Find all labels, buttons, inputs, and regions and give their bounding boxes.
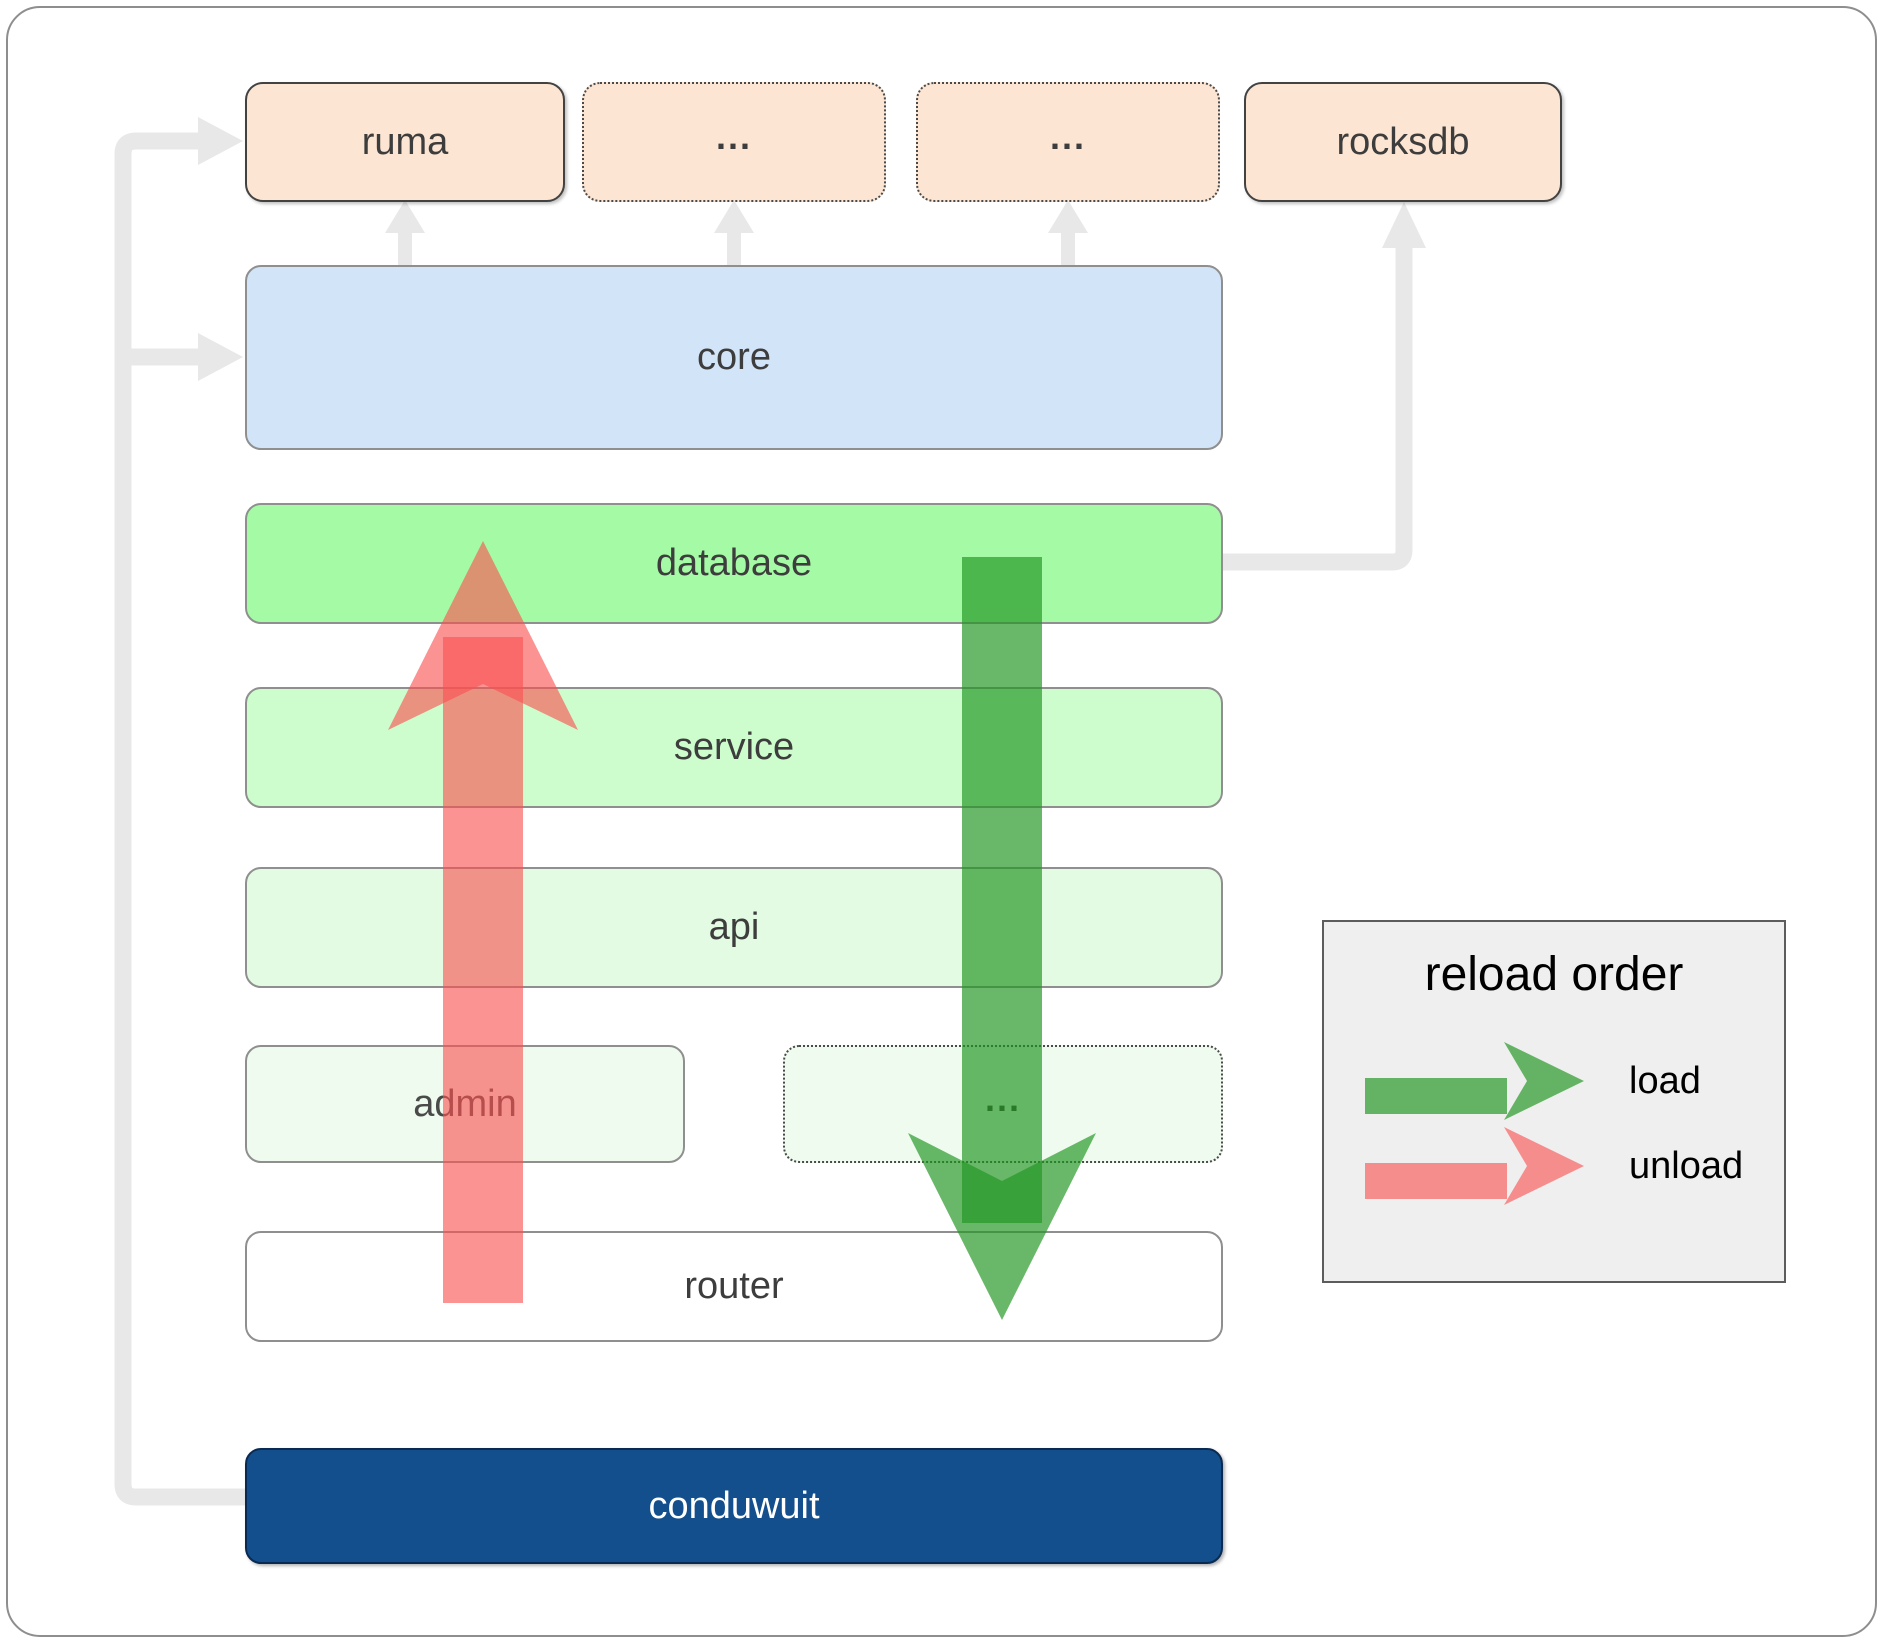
- box-rocksdb: rocksdb: [1244, 82, 1562, 202]
- box-database-label: database: [655, 542, 813, 584]
- box-conduwuit-label: conduwuit: [648, 1484, 820, 1527]
- box-core: core: [245, 265, 1223, 450]
- box-ellipsis-top-1: ...: [582, 82, 886, 202]
- box-router-label: router: [684, 1265, 784, 1307]
- box-service: service: [245, 687, 1223, 808]
- box-rocksdb-label: rocksdb: [1336, 120, 1470, 163]
- legend: reload order load unload: [1322, 920, 1786, 1283]
- box-router: router: [245, 1231, 1223, 1342]
- box-api: api: [245, 867, 1223, 988]
- box-ellipsis-mid-label: ...: [984, 1078, 1021, 1119]
- box-conduwuit: conduwuit: [245, 1448, 1223, 1564]
- box-admin-label: admin: [413, 1082, 517, 1125]
- box-ellipsis-top-1-label: ...: [715, 116, 752, 157]
- box-ellipsis-top-2-label: ...: [1049, 116, 1086, 157]
- box-service-label: service: [673, 726, 795, 768]
- box-ruma-label: ruma: [361, 120, 449, 163]
- box-ruma: ruma: [245, 82, 565, 202]
- box-ellipsis-mid: ...: [783, 1045, 1223, 1163]
- box-api-label: api: [708, 906, 760, 948]
- box-ellipsis-top-2: ...: [916, 82, 1220, 202]
- box-admin: admin: [245, 1045, 685, 1163]
- outer-frame: [6, 6, 1877, 1637]
- legend-unload-label: unload: [1629, 1145, 1744, 1187]
- box-database: database: [245, 503, 1223, 624]
- box-core-label: core: [697, 336, 771, 378]
- legend-load-label: load: [1629, 1060, 1701, 1102]
- legend-title: reload order: [1424, 948, 1684, 1001]
